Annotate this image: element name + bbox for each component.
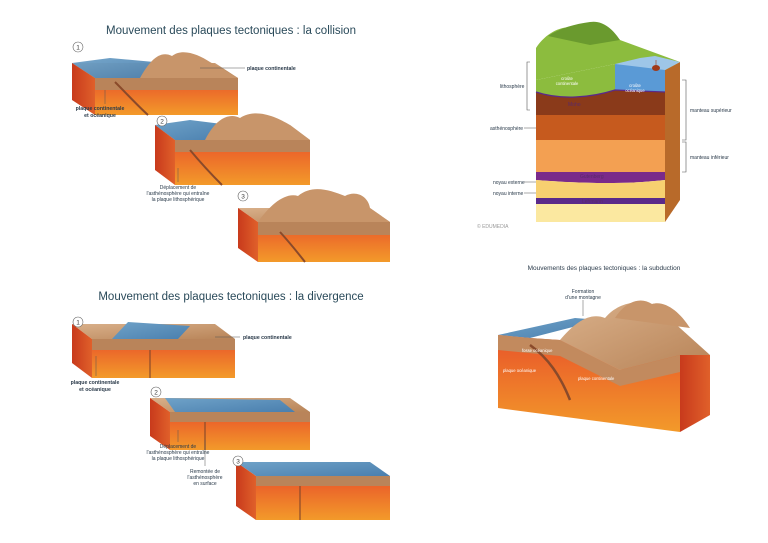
divergence-label-cont-ocean-1: plaque continentale	[71, 380, 120, 386]
collision-label-cont-ocean-1: plaque continentale	[76, 106, 125, 112]
label-noyau-externe: noyau externe	[493, 180, 525, 186]
divergence-title: Mouvement des plaques tectoniques : la d…	[98, 291, 363, 303]
earth-structure-section: croûte continentale croûte océanique Moh…	[477, 22, 732, 230]
collision-label-continental: plaque continentale	[247, 66, 296, 72]
collision-step-1-marker: 1	[73, 42, 83, 52]
divergence-step-2-marker: 2	[151, 387, 161, 397]
subduction-label-plaque-ocean: plaque océanique	[503, 368, 537, 373]
subduction-label-fosse: fosse océanique	[522, 348, 553, 353]
svg-text:1: 1	[76, 320, 80, 327]
subduction-label-plaque-cont: plaque continentale	[578, 376, 615, 381]
label-moho: Moho	[568, 102, 581, 108]
collision-label-disp-3: la plaque lithosphérique	[152, 197, 205, 203]
divergence-label-disp-3: la plaque lithosphérique	[152, 456, 205, 462]
svg-text:3: 3	[236, 459, 240, 466]
label-lithosphere: lithosphère	[500, 84, 525, 90]
divergence-label-cont-ocean-2: et océanique	[79, 387, 111, 393]
divergence-step-3-marker: 3	[233, 456, 243, 466]
divergence-step-1-marker: 1	[73, 317, 83, 327]
collision-step-3-marker: 3	[238, 191, 248, 201]
divergence-block-2	[150, 398, 310, 450]
svg-text:2: 2	[154, 390, 158, 397]
subduction-title: Mouvements des plaques tectoniques : la …	[528, 265, 681, 272]
divergence-label-continental: plaque continentale	[243, 335, 292, 341]
label-croute-ocean-2: océanique	[625, 88, 645, 93]
subduction-label-formation-2: d'une montagne	[565, 295, 601, 301]
credit: © EDUMEDIA	[477, 223, 509, 230]
subduction-section: Mouvements des plaques tectoniques : la …	[498, 265, 710, 432]
divergence-block-3	[236, 462, 390, 520]
collision-title: Mouvement des plaques tectoniques : la c…	[106, 25, 356, 37]
label-gutenberg: Gutenberg	[580, 174, 604, 180]
collision-section: Mouvement des plaques tectoniques : la c…	[72, 25, 390, 262]
svg-text:1: 1	[76, 45, 80, 52]
label-asthenosphere: asthénosphère	[490, 126, 523, 132]
divergence-label-rem-3: en surface	[193, 481, 217, 487]
label-lehmann: Lehmann	[582, 199, 603, 205]
divergence-section: Mouvement des plaques tectoniques : la d…	[71, 291, 390, 520]
svg-text:3: 3	[241, 194, 245, 201]
subduction-block	[498, 300, 710, 432]
collision-block-3	[238, 189, 390, 262]
label-manteau-sup: manteau supérieur	[690, 108, 732, 114]
collision-label-cont-ocean-2: et océanique	[84, 113, 116, 119]
label-croute-cont-2: continentale	[556, 81, 579, 86]
collision-step-2-marker: 2	[157, 116, 167, 126]
label-manteau-inf: manteau inférieur	[690, 155, 729, 161]
divergence-block-1	[72, 322, 235, 378]
svg-text:2: 2	[160, 119, 164, 126]
label-noyau-interne: noyau interne	[493, 191, 524, 197]
